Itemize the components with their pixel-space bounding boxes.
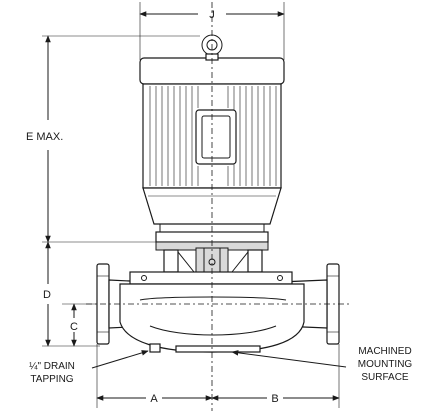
dimension-d-label: D (43, 289, 51, 301)
motor-cooling-fins (149, 86, 277, 186)
drain-tapping-callout: ¼" DRAIN TAPPING (29, 350, 149, 385)
dimension-b: B (211, 393, 340, 405)
pump-casing (96, 263, 340, 353)
dimension-a-label: A (150, 393, 158, 405)
drain-plug (149, 343, 161, 353)
casing-cover (129, 271, 293, 285)
dimension-d: D (43, 241, 51, 347)
drain-tapping-note-line2: TAPPING (30, 374, 73, 385)
mounting-pad (175, 345, 261, 353)
dimension-c: C (70, 303, 78, 347)
dimension-j: J (139, 9, 285, 21)
dimension-a: A (96, 393, 213, 405)
mounting-surface-callout: MACHINED MOUNTING SURFACE (231, 346, 413, 383)
mounting-surface-note-line3: SURFACE (361, 372, 409, 383)
dimension-c-label: C (70, 321, 78, 333)
motor-end-bell (142, 187, 282, 225)
dimension-e-max-label: E MAX. (26, 131, 63, 143)
dimension-e-max: E MAX. (26, 35, 63, 243)
drain-tapping-note-line1: ¼" DRAIN (29, 360, 75, 372)
terminal-box (195, 109, 237, 165)
mounting-surface-note-line1: MACHINED (358, 346, 411, 357)
dimension-b-label: B (271, 393, 278, 405)
dimension-j-label: J (209, 9, 215, 21)
mounting-surface-note-line2: MOUNTING (358, 359, 413, 370)
